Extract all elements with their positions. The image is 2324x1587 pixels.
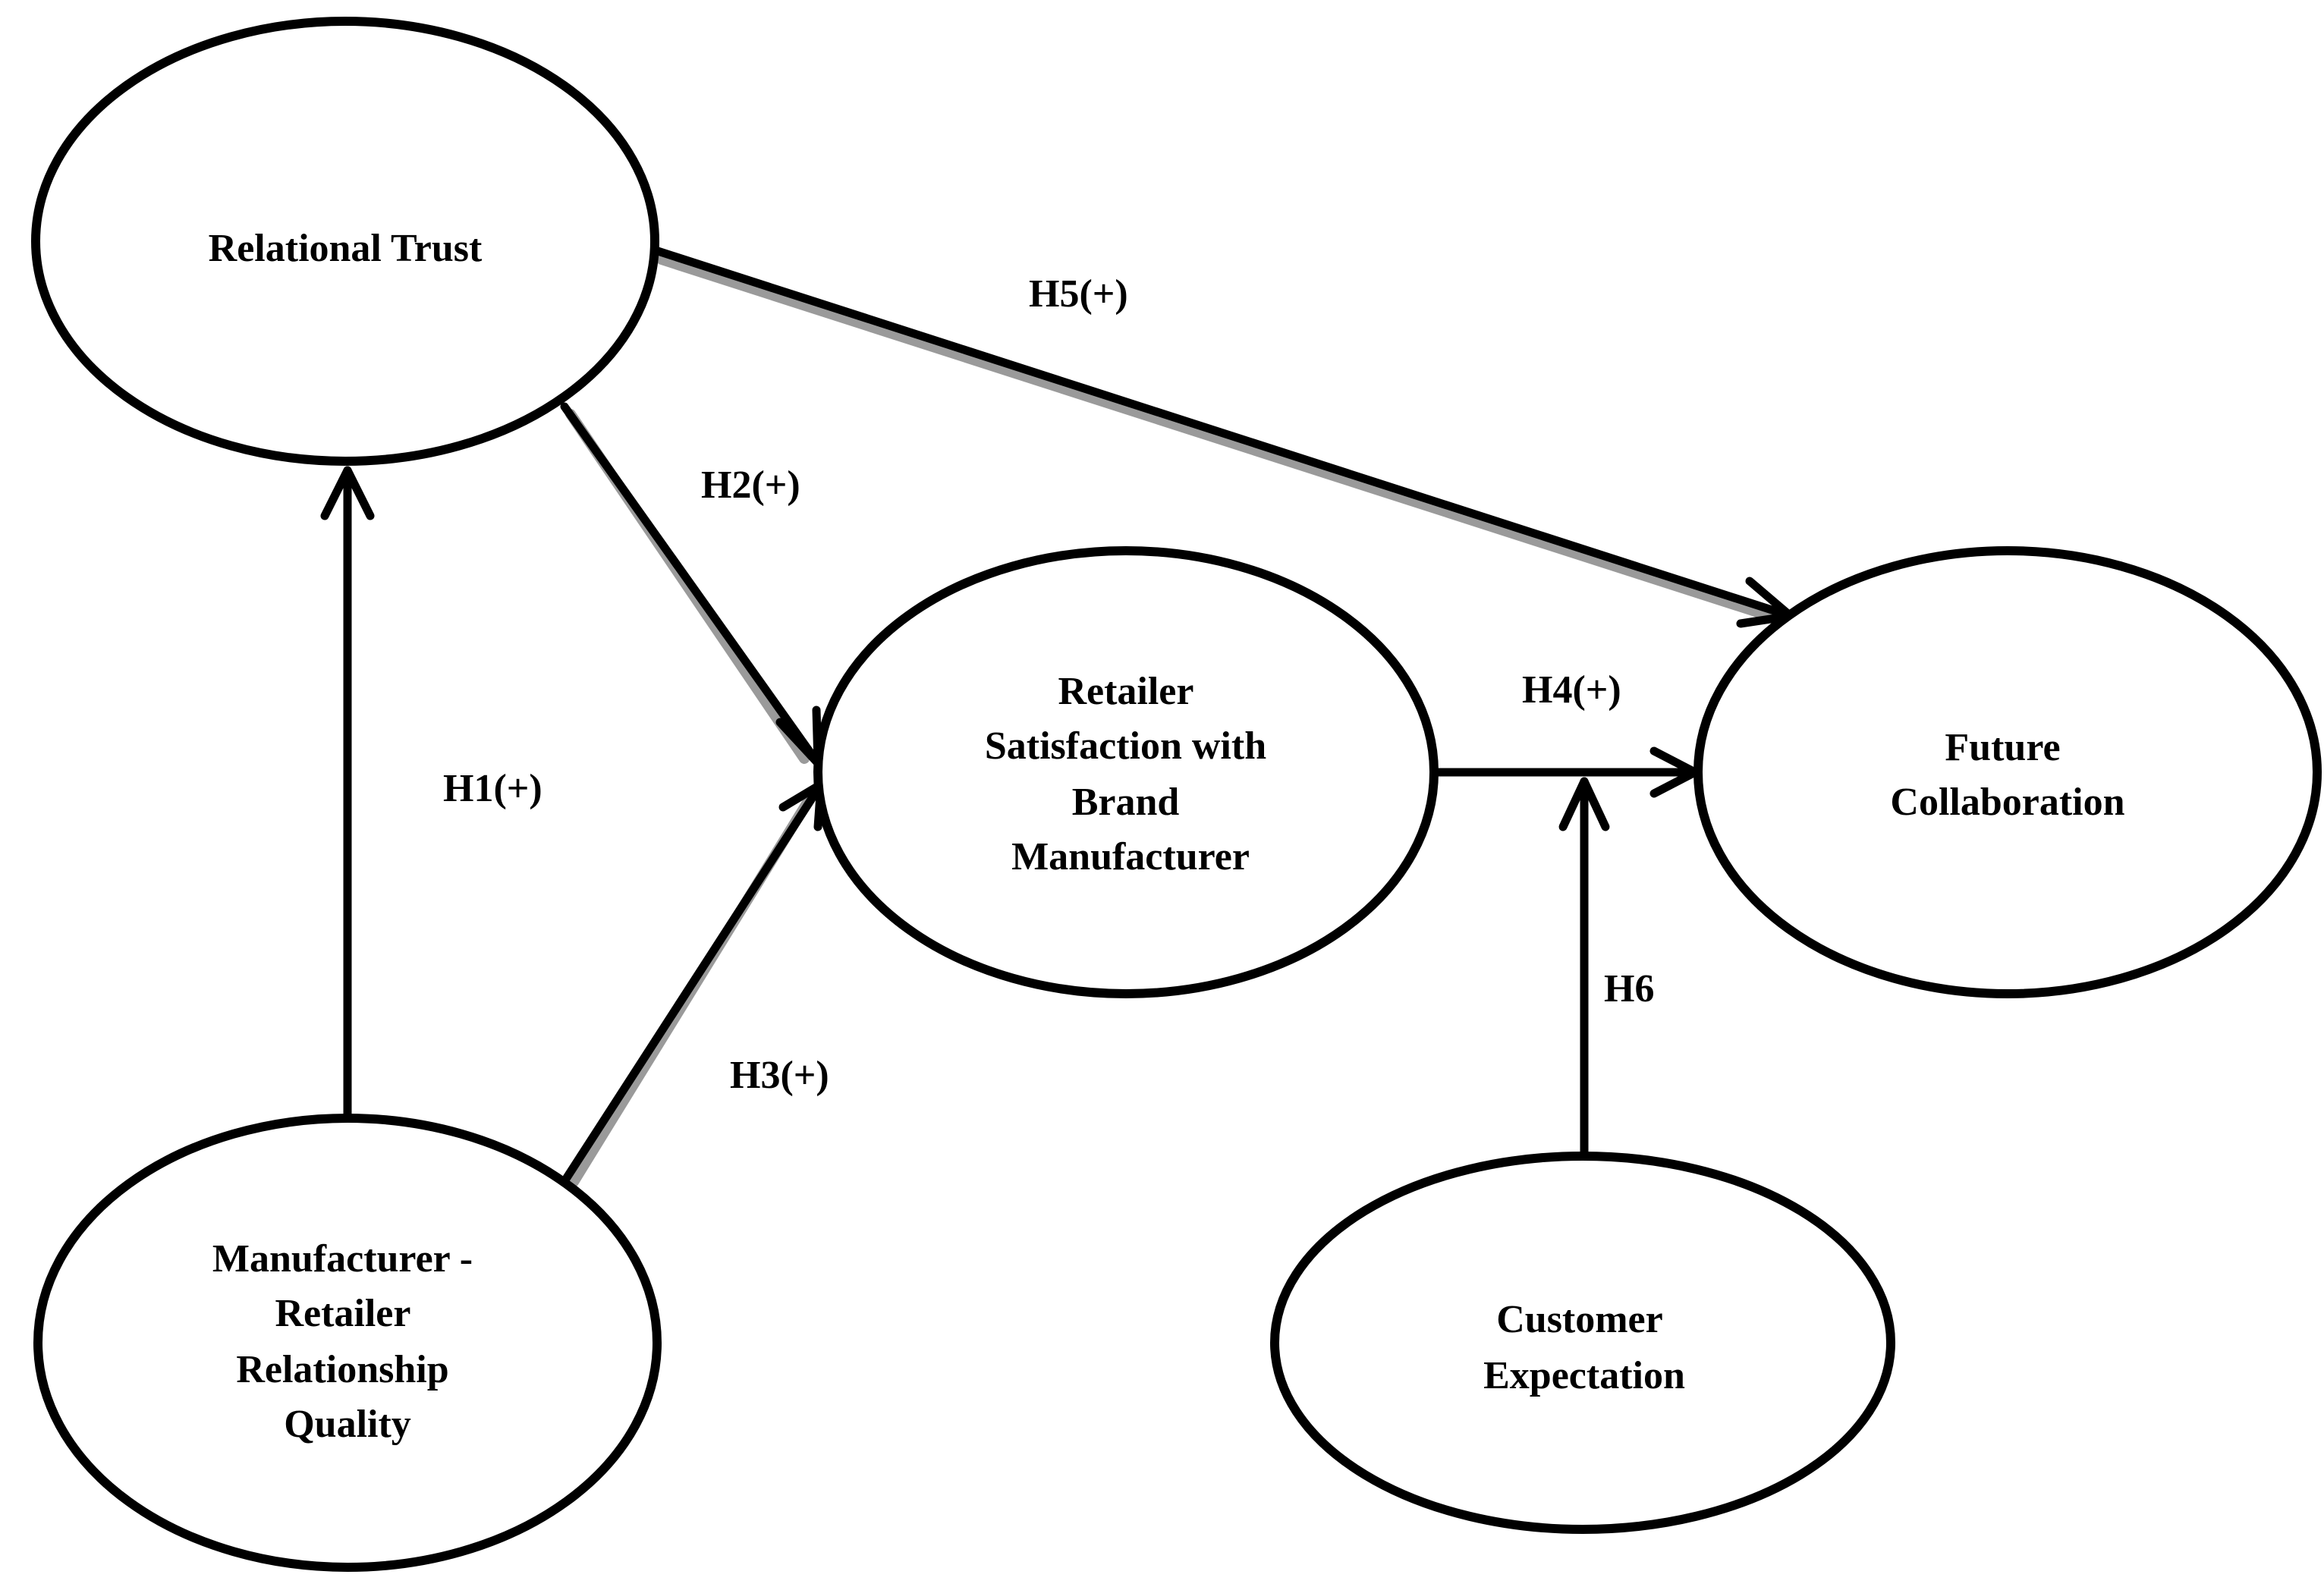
svg-text:Future Collaboration: Future Collaboration (1890, 726, 2124, 824)
edge-label-h1: H1(+) (443, 767, 542, 810)
node-customer-expectation-line-1: Customer (1496, 1298, 1662, 1341)
edge-h2 (560, 402, 822, 768)
node-relationship-quality: Manufacturer - Retailer Relationship Qua… (33, 1114, 662, 1572)
edge-label-h4: H4(+) (1522, 668, 1621, 712)
arrowhead-h1 (320, 466, 375, 520)
node-relationship-quality-line-1: Manufacturer - (212, 1237, 473, 1281)
edge-h5-shadow (656, 254, 1794, 627)
edge-h4 (1434, 746, 1700, 798)
node-relational-trust: Relational Trust (31, 17, 659, 466)
node-relational-trust-line-1: Relational Trust (209, 227, 483, 270)
node-retailer-satisfaction-line-2: Satisfaction with (985, 724, 1266, 768)
node-retailer-satisfaction-line-3: Brand (1072, 781, 1180, 824)
node-retailer-satisfaction-line-1: Retailer (1058, 670, 1193, 713)
node-relationship-quality-line-3: Relationship (236, 1348, 448, 1391)
node-customer-expectation-line-2: Expectation (1483, 1354, 1685, 1397)
node-retailer-satisfaction: Retailer Satisfaction with Brand Manufac… (813, 546, 1439, 998)
node-relationship-quality-line-2: Retailer (275, 1292, 410, 1335)
edge-label-h6: H6 (1604, 967, 1654, 1010)
node-relationship-quality-line-4: Quality (284, 1403, 411, 1446)
node-retailer-satisfaction-line-4: Manufacturer (1011, 835, 1250, 878)
edge-label-h5: H5(+) (1029, 272, 1128, 316)
svg-text:Relational Trust: Relational Trust (209, 227, 483, 270)
edge-h3 (561, 780, 826, 1183)
edge-h1 (320, 466, 375, 1123)
svg-text:Customer Expectation: Customer Expectation (1483, 1298, 1685, 1397)
edge-label-h2: H2(+) (701, 464, 800, 507)
node-future-collaboration-line-2: Collaboration (1890, 781, 2124, 824)
svg-text:Manufacturer - Retailer: Manufacturer - Retailer Relationship Qua… (212, 1237, 483, 1446)
svg-text:Retailer Satisfaction wi: Retailer Satisfaction with Brand Manufac… (985, 670, 1276, 878)
node-future-collaboration: Future Collaboration (1693, 546, 2322, 998)
edge-h6 (1558, 777, 1610, 1162)
edge-label-h3: H3(+) (730, 1054, 829, 1097)
node-customer-expectation: Customer Expectation (1270, 1152, 1895, 1534)
arrowhead-h6 (1558, 777, 1610, 831)
node-future-collaboration-line-1: Future (1945, 726, 2060, 769)
